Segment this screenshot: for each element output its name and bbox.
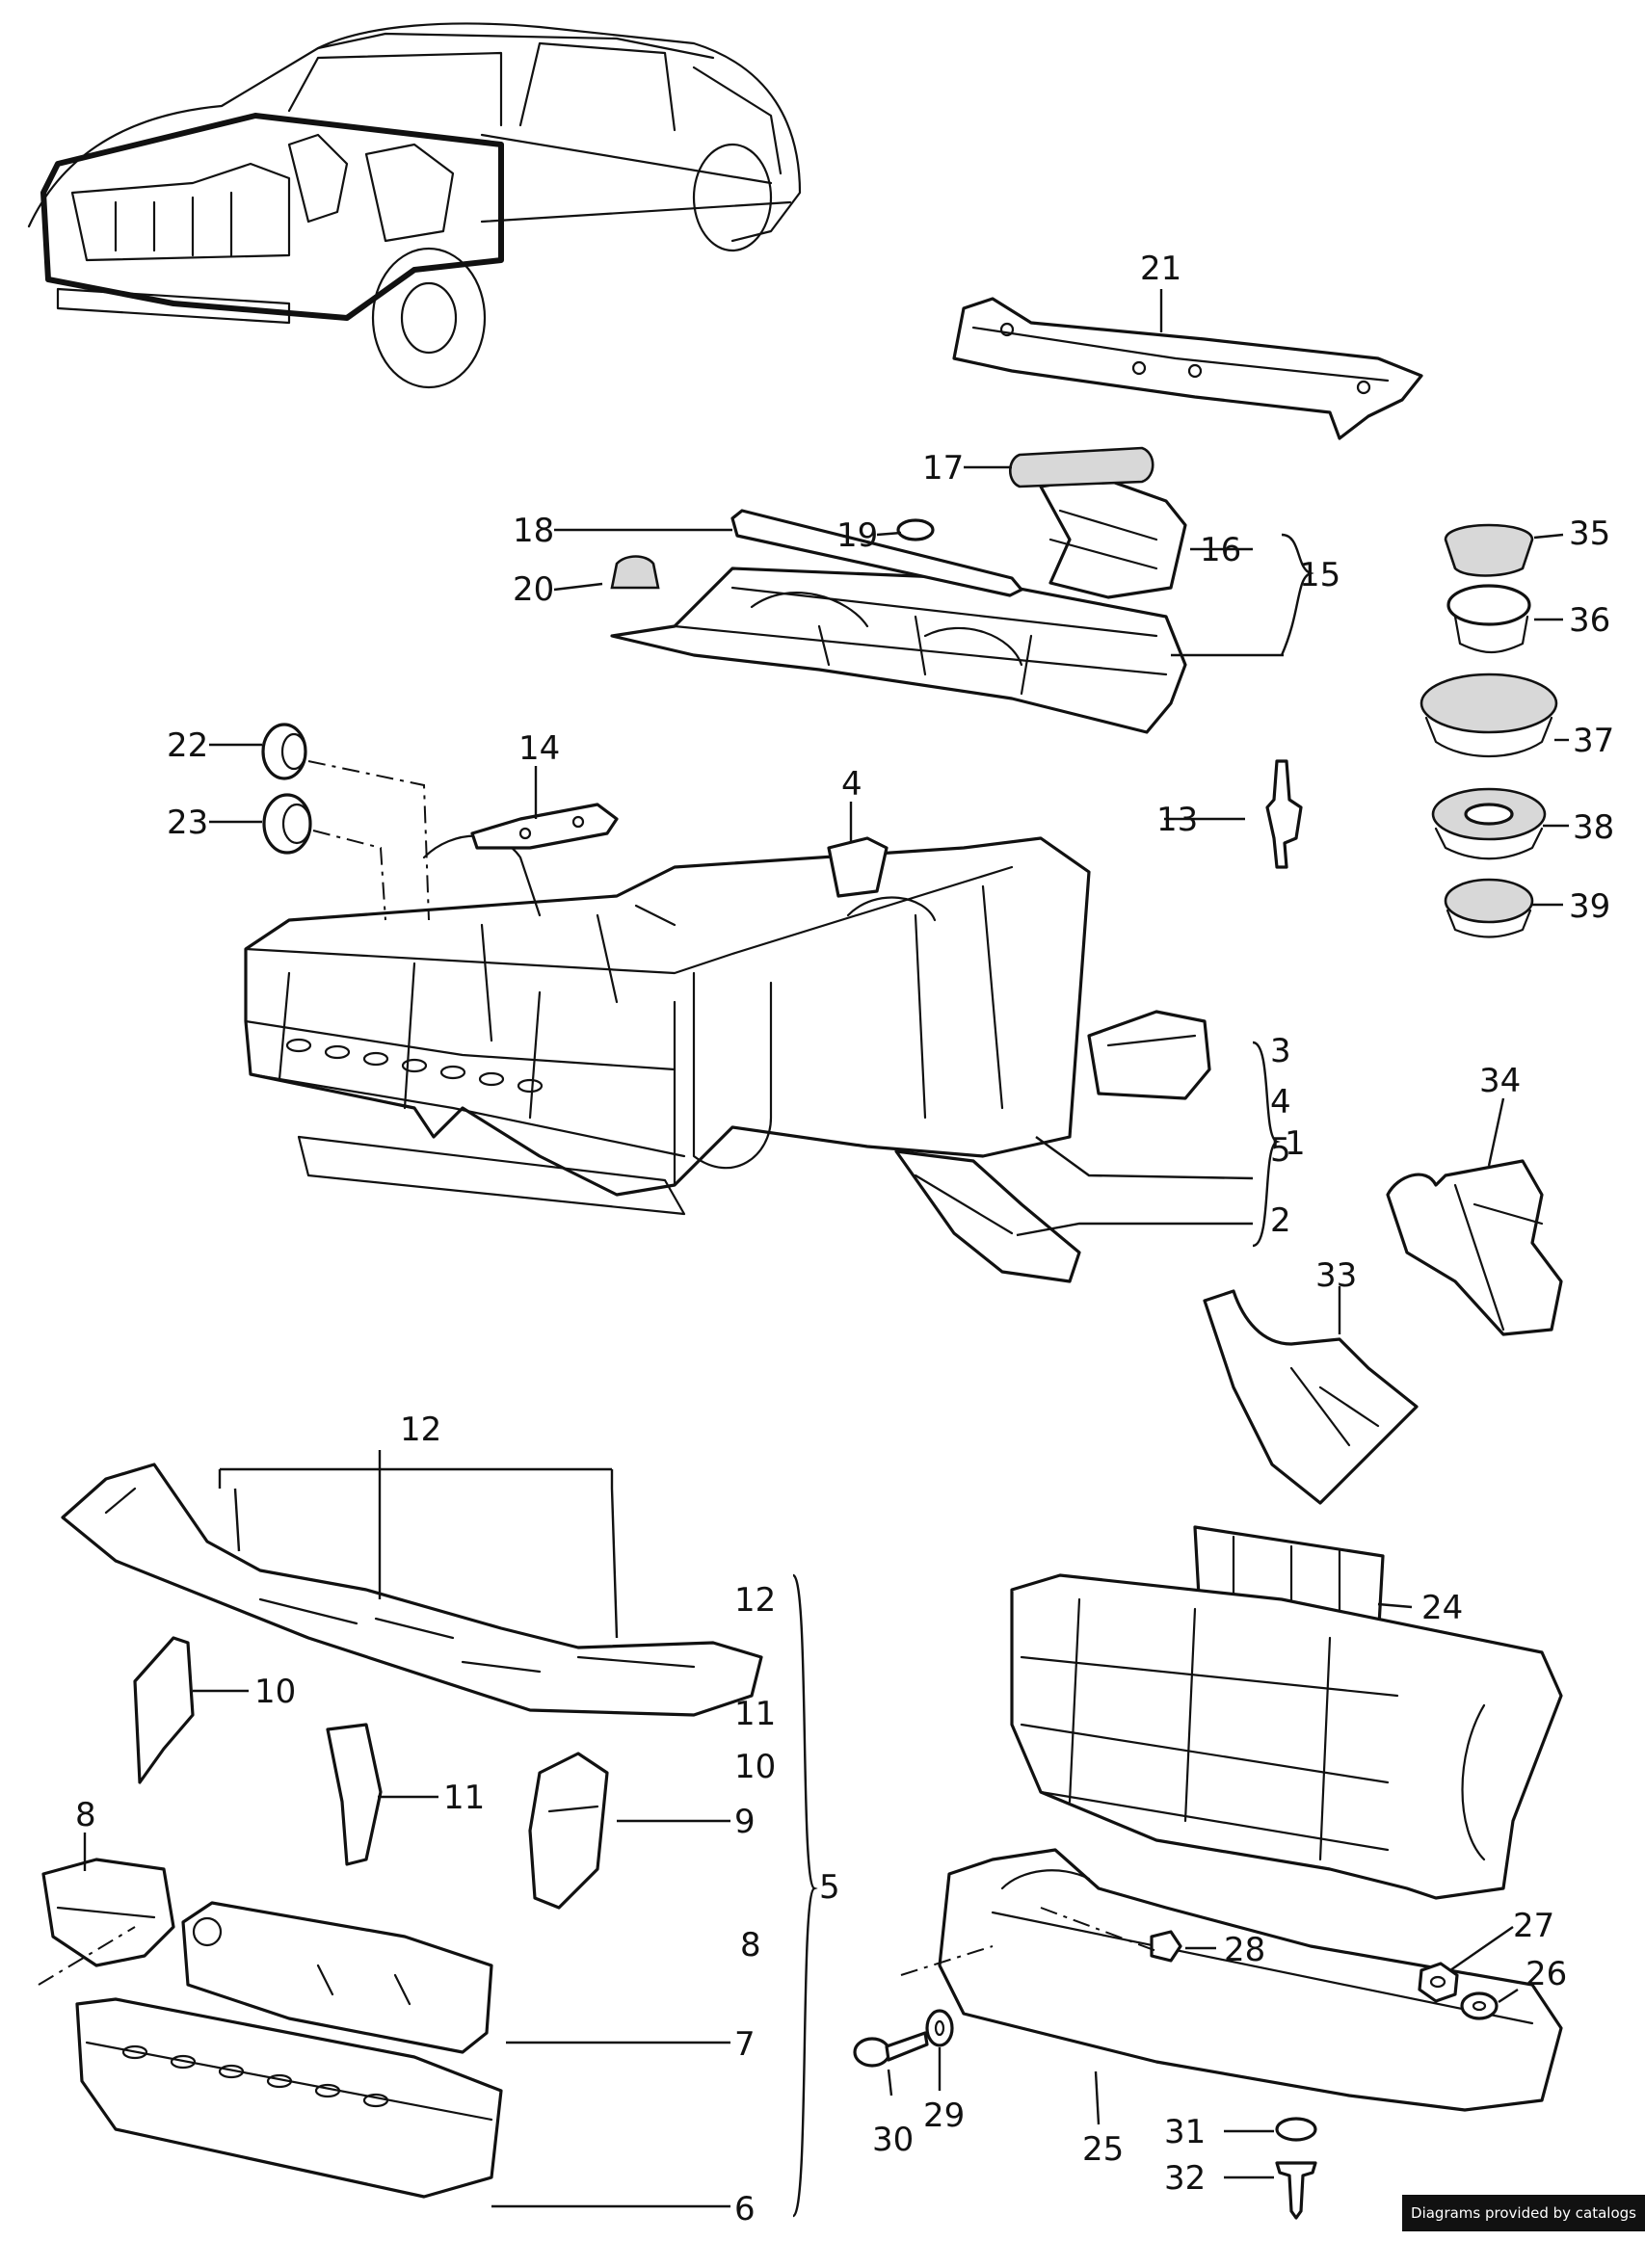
front-end-assembly <box>1010 1573 1563 1900</box>
callout-26: 26 <box>1526 1955 1567 1993</box>
part-9-bracket <box>528 1752 609 1910</box>
callout-21: 21 <box>1140 250 1181 288</box>
callout-15: 15 <box>1299 556 1340 594</box>
callout-9: 9 <box>734 1803 756 1841</box>
part-34-panel <box>1386 1159 1563 1336</box>
callout-18: 18 <box>513 512 554 550</box>
part-14-bracket <box>470 803 619 850</box>
part-22-grommet <box>261 723 307 780</box>
part-12-upper-crossmember <box>61 1463 763 1717</box>
callout-5-group: 5 <box>819 1868 840 1907</box>
part-32-screw <box>1275 2161 1317 2220</box>
part-17-seal-strip <box>1008 446 1154 488</box>
callout-5: 5 <box>1270 1131 1291 1170</box>
part-11-bracket <box>326 1723 383 1866</box>
car-overview-drawing <box>27 22 802 389</box>
callout-2: 2 <box>1270 1201 1291 1240</box>
callout-19: 19 <box>836 516 878 555</box>
callout-7: 7 <box>734 2025 756 2064</box>
callout-38: 38 <box>1573 808 1614 847</box>
callout-4: 4 <box>1270 1083 1291 1121</box>
bumper-mount-slots <box>285 1038 544 1094</box>
part-2-side-member <box>894 1149 1081 1283</box>
part-16-insulation <box>1039 475 1187 599</box>
part-29-washer <box>925 2009 954 2047</box>
part-27-nut <box>1418 1962 1459 2003</box>
callout-12-list: 12 <box>734 1581 776 1620</box>
callout-29: 29 <box>923 2097 965 2135</box>
part-20-rubber-buffer <box>610 555 660 590</box>
callout-31: 31 <box>1164 2113 1206 2151</box>
part-7-grille-panel <box>181 1901 493 2054</box>
part-3-wheelhouse-panel <box>1087 1010 1211 1100</box>
callout-3: 3 <box>1270 1032 1291 1070</box>
part-39-plug <box>1444 878 1534 938</box>
callout-11-part: 11 <box>443 1779 485 1817</box>
callout-39: 39 <box>1569 887 1610 926</box>
callout-37: 37 <box>1573 722 1614 760</box>
callout-23: 23 <box>167 804 208 842</box>
callout-17: 17 <box>922 449 964 488</box>
front-panel-slots <box>121 2044 389 2108</box>
part-31-washer <box>1275 2117 1317 2142</box>
part-33-panel <box>1203 1289 1419 1505</box>
callout-13: 13 <box>1156 801 1198 839</box>
leader-lines <box>83 289 1569 2218</box>
part-38-plug <box>1431 787 1547 860</box>
callout-24: 24 <box>1421 1589 1463 1627</box>
callout-14: 14 <box>518 729 560 768</box>
part-35-plug <box>1444 523 1534 577</box>
part-25-bumper <box>938 1848 1563 2112</box>
part-6-front-panel <box>75 1997 503 2199</box>
part-10-bracket <box>133 1636 195 1784</box>
callout-25: 25 <box>1082 2130 1124 2169</box>
callout-16: 16 <box>1200 531 1241 569</box>
callout-10-part: 10 <box>254 1673 296 1711</box>
credit-banner: Diagrams provided by catalogs parts <box>1402 2195 1645 2258</box>
callout-27: 27 <box>1513 1907 1554 1945</box>
callout-12-part: 12 <box>400 1411 441 1449</box>
part-21-cowl-panel <box>952 297 1423 440</box>
front-body-shell <box>244 834 1091 1216</box>
callout-33: 33 <box>1315 1256 1357 1295</box>
callout-32: 32 <box>1164 2159 1206 2198</box>
callout-4-bracket: 4 <box>841 765 862 804</box>
part-15-bulkhead-assembly <box>610 567 1187 734</box>
callout-28: 28 <box>1224 1931 1265 1969</box>
part-26-washer <box>1460 1991 1499 2020</box>
callout-34: 34 <box>1479 1062 1521 1100</box>
callout-8-part: 8 <box>75 1796 96 1834</box>
callout-22: 22 <box>167 726 208 765</box>
part-37-plug <box>1419 672 1558 758</box>
callout-8-list: 8 <box>740 1926 761 1965</box>
callout-11-list: 11 <box>734 1695 776 1733</box>
part-4-small-bracket <box>827 836 889 898</box>
part-19-clip <box>896 518 935 541</box>
callout-1: 1 <box>1285 1124 1306 1163</box>
part-23-grommet <box>262 793 312 855</box>
callout-35: 35 <box>1569 514 1610 553</box>
part-13-stud <box>1265 759 1303 869</box>
callout-10-list: 10 <box>734 1748 776 1786</box>
callout-20: 20 <box>513 570 554 609</box>
part-18-water-deflector <box>730 509 1023 597</box>
callout-30: 30 <box>872 2121 914 2159</box>
callout-6: 6 <box>734 2190 756 2228</box>
part-28-clip <box>1150 1930 1182 1963</box>
part-8-lower-mount <box>41 1858 175 1967</box>
callout-labels: 3 4 5 1 2 4 6 7 8 8 9 10 10 11 11 12 12 … <box>75 250 1614 2228</box>
callout-36: 36 <box>1569 601 1610 640</box>
part-30-bolt <box>853 2031 929 2068</box>
part-36-plug <box>1446 584 1531 653</box>
